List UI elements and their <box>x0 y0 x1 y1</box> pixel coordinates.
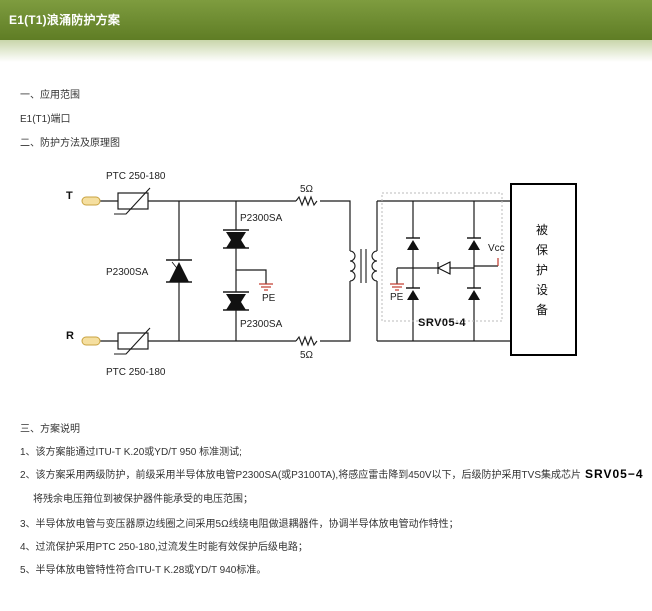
pe-left-label: PE <box>262 293 276 304</box>
resistor-top-symbol <box>295 195 318 207</box>
p2300sa-top-label: P2300SA <box>240 213 283 224</box>
note-4: 4、过流保护采用PTC 250-180,过流发生时能有效保护后级电路； <box>20 542 308 553</box>
ptc-top-symbol <box>114 187 151 215</box>
header-fade <box>0 40 652 62</box>
srv-diodes <box>406 237 481 300</box>
terminal-t-connector <box>81 196 101 206</box>
p2300sa-left-symbol <box>166 259 192 283</box>
pe-right-label: PE <box>390 292 404 303</box>
p2300sa-bottom-label: P2300SA <box>240 319 283 330</box>
transformer-symbol <box>349 249 378 283</box>
note-2-chip: SRV05−4 <box>585 467 644 481</box>
note-2-continuation: 将残余电压箝位到被保护器件能承受的电压范围； <box>33 494 253 505</box>
ground-left-symbol <box>259 283 273 291</box>
ptc-bottom-symbol <box>114 327 151 355</box>
device-label-char-1: 被 <box>536 223 548 237</box>
note-1: 1、该方案能通过ITU-T K.20或YD/T 950 标准测试; <box>20 447 242 458</box>
vcc-label: Vcc <box>488 243 505 254</box>
p2300sa-top-symbol <box>223 229 249 249</box>
terminal-t-label: T <box>66 190 73 202</box>
note-2-text: 2、该方案采用两级防护，前级采用半导体放电管P2300SA(或P3100TA),… <box>20 470 582 481</box>
terminal-r-label: R <box>66 330 74 342</box>
resistor-bottom-label: 5Ω <box>300 350 314 361</box>
device-label-char-5: 备 <box>536 303 548 317</box>
header-bar <box>0 0 652 40</box>
resistor-bottom-symbol <box>295 335 318 347</box>
device-label-char-3: 护 <box>536 263 548 277</box>
protected-device-box <box>510 183 577 356</box>
srv05-4-outline <box>381 192 503 322</box>
p2300sa-left-label: P2300SA <box>106 267 149 278</box>
section-heading-scope: 一、应用范围 <box>20 90 80 101</box>
ptc-top-label: PTC 250-180 <box>106 171 166 182</box>
note-5: 5、半导体放电管特性符合ITU-T K.28或YD/T 940标准。 <box>20 565 267 576</box>
resistor-top-label: 5Ω <box>300 184 314 195</box>
srv-tvs-symbol <box>436 261 451 275</box>
note-3: 3、半导体放电管与变压器原边线圈之间采用5Ω线绕电阻做退耦器件，协调半导体放电管… <box>20 519 459 530</box>
p2300sa-bottom-symbol <box>223 291 249 311</box>
note-2: 2、该方案采用两级防护，前级采用半导体放电管P2300SA(或P3100TA),… <box>20 466 644 481</box>
srv05-4-label: SRV05-4 <box>418 317 466 329</box>
section-heading-method: 二、防护方法及原理图 <box>20 138 120 149</box>
ground-right-symbol <box>390 283 404 291</box>
terminal-r-connector <box>81 336 101 346</box>
page-title: E1(T1)浪涌防护方案 <box>9 13 121 27</box>
device-label-char-2: 保 <box>536 243 548 257</box>
section-heading-notes: 三、方案说明 <box>20 424 80 435</box>
device-label-char-4: 设 <box>536 283 548 297</box>
scope-item: E1(T1)端口 <box>20 114 71 125</box>
ptc-bottom-label: PTC 250-180 <box>106 367 166 378</box>
